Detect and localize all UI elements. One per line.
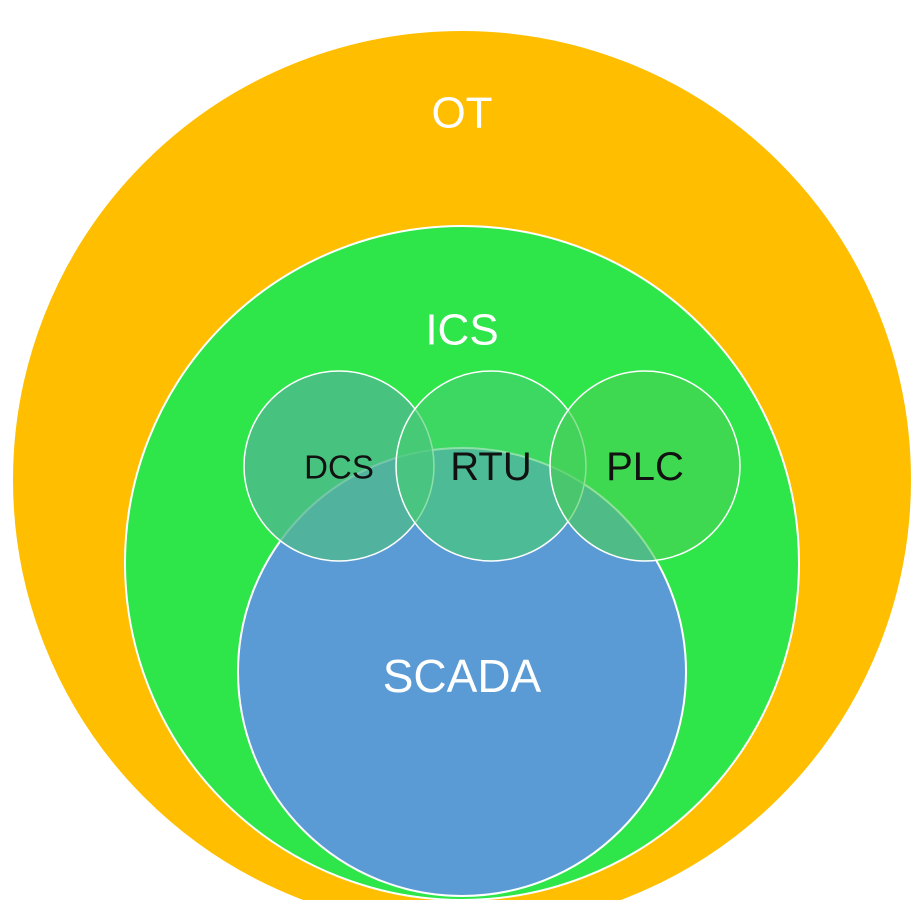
rtu-label: RTU	[450, 445, 531, 489]
ics-label: ICS	[425, 306, 498, 355]
scada-label: SCADA	[383, 650, 542, 702]
plc-label: PLC	[606, 445, 684, 489]
plc-circle	[549, 370, 741, 562]
ot-label: OT	[431, 89, 492, 138]
dcs-label: DCS	[304, 449, 374, 486]
